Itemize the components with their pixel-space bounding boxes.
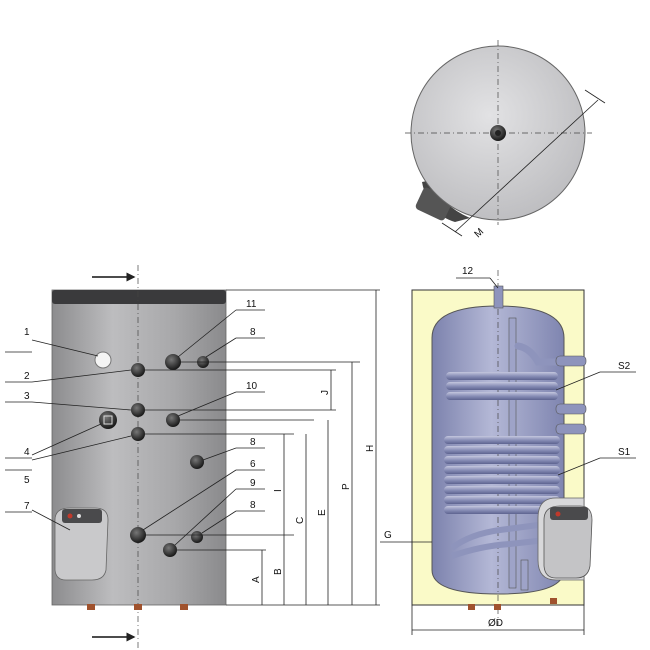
foot-center [134, 604, 142, 610]
leader-8b [202, 447, 237, 461]
foot-left [87, 604, 95, 610]
port-4-thermometer [99, 411, 117, 429]
leader-11 [177, 309, 237, 358]
callout-s1: S1 [618, 447, 631, 458]
controller-led-icon [67, 513, 73, 519]
port-9 [163, 543, 177, 557]
top-view: M [405, 40, 606, 240]
section-view: 12 S2 S1 G ØD [380, 266, 636, 635]
coil-s1-inlet [555, 423, 587, 435]
section-controller-unit [543, 505, 593, 579]
exterior-view: A B I C E J P H 1 2 3 4 5 7 11 8 10 8 6 … [5, 265, 380, 650]
section-foot-center [494, 604, 501, 610]
leader-3 [31, 401, 132, 411]
port-8-lower [191, 531, 203, 543]
controller-button-icon [77, 514, 81, 518]
section-foot-right [550, 598, 557, 604]
leader-2 [31, 369, 132, 383]
leader-5 [31, 435, 132, 461]
section-foot-left [468, 604, 475, 610]
port-2 [131, 363, 145, 377]
top-view-m-ext1 [584, 89, 606, 104]
callout-s2: S2 [618, 361, 631, 372]
callout-2: 2 [24, 371, 30, 382]
top-view-m-ext2 [441, 222, 463, 237]
dim-label-g: G [384, 530, 392, 541]
dim-label-h: H [365, 445, 376, 452]
element-pipe [520, 559, 529, 591]
lower-coil-s1 [444, 436, 560, 559]
callout-12: 12 [462, 266, 474, 277]
leader-10 [177, 391, 237, 417]
section-controller-led-icon [555, 511, 561, 517]
leader-9 [174, 488, 237, 546]
leader-7 [31, 509, 71, 531]
port-10 [166, 413, 180, 427]
callout-8-top: 8 [250, 327, 256, 338]
callout-1: 1 [24, 327, 30, 338]
leader-s1 [557, 457, 601, 476]
top-view-port-center [495, 130, 501, 136]
dim-label-a: A [251, 576, 262, 583]
callout-10: 10 [246, 381, 258, 392]
tank-top-cap [52, 290, 226, 304]
callout-11: 11 [246, 299, 257, 310]
dim-label-j: J [320, 390, 331, 395]
top-view-m-dimline [454, 99, 599, 233]
leader-1 [31, 339, 99, 357]
port-6 [130, 527, 146, 543]
section-controller-display [550, 507, 588, 520]
outlet-pipe [493, 285, 504, 309]
callout-8-lower: 8 [250, 500, 256, 511]
port-5 [131, 427, 145, 441]
port-8-middle [190, 455, 204, 469]
leader-8c [201, 510, 237, 534]
callout-7: 7 [24, 501, 30, 512]
dim-label-d: ØD [488, 618, 503, 629]
dim-label-b: B [273, 568, 284, 575]
callout-6: 6 [250, 459, 256, 470]
callout-4: 4 [24, 447, 30, 458]
leader-12 [489, 277, 499, 289]
dim-label-i: I [273, 489, 284, 492]
controller-display [62, 509, 102, 523]
port-11 [165, 354, 181, 370]
callout-5: 5 [24, 475, 30, 486]
port-4-icon [103, 415, 113, 425]
leader-4 [31, 423, 102, 456]
port-1-anode [94, 351, 112, 369]
upper-coil-s2 [446, 342, 587, 415]
coil-s2-inlet [555, 355, 587, 367]
port-3 [131, 403, 145, 417]
dim-label-m: M [473, 226, 487, 240]
leader-6 [142, 469, 237, 531]
coil-s2-outlet [555, 403, 587, 415]
callout-3: 3 [24, 391, 30, 402]
callout-8-middle: 8 [250, 437, 256, 448]
leader-s2 [555, 371, 601, 391]
callout-9: 9 [250, 478, 256, 489]
dim-label-c: C [295, 517, 306, 524]
controller-unit [54, 507, 109, 581]
foot-right [180, 604, 188, 610]
leader-8a [205, 337, 237, 358]
dim-label-e: E [317, 509, 328, 516]
dim-label-p: P [341, 483, 352, 490]
